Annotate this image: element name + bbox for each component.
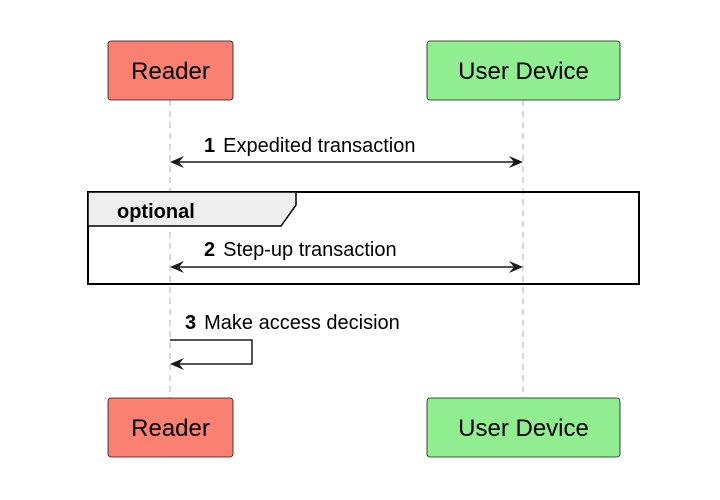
participant-label: User Device bbox=[458, 58, 589, 85]
message-number: 1 bbox=[204, 135, 215, 157]
participant-box bbox=[426, 40, 621, 101]
message-text: Step-up transaction bbox=[223, 239, 396, 261]
message-number: 2 bbox=[204, 239, 215, 261]
participant-box bbox=[426, 397, 621, 458]
message-number: 3 bbox=[185, 312, 196, 334]
participant-box bbox=[107, 40, 234, 101]
participant-user-device-bottom: User Device bbox=[426, 397, 621, 458]
message-label: 1 Expedited transaction bbox=[204, 135, 415, 157]
participant-reader-top: Reader bbox=[107, 40, 234, 101]
optional-fragment: optional bbox=[87, 191, 640, 285]
participant-reader-bottom: Reader bbox=[107, 397, 234, 458]
arrow-head-left bbox=[170, 156, 184, 168]
message-text: Make access decision bbox=[204, 312, 400, 334]
self-message-line bbox=[170, 339, 253, 365]
participant-user-device-top: User Device bbox=[426, 40, 621, 101]
participant-label: User Device bbox=[458, 415, 589, 442]
message-1: 1 Expedited transaction bbox=[170, 135, 523, 168]
message-label: 2 Step-up transaction bbox=[204, 239, 397, 261]
message-2: 2 Step-up transaction bbox=[170, 239, 523, 273]
participant-label: Reader bbox=[131, 415, 210, 442]
arrow-head-right bbox=[509, 261, 523, 273]
fragment-label: optional bbox=[117, 201, 195, 223]
arrow-head-left bbox=[170, 358, 184, 370]
message-label: 3 Make access decision bbox=[185, 312, 400, 334]
arrow-head-right bbox=[509, 156, 523, 168]
message-3: 3 Make access decision bbox=[170, 312, 400, 370]
fragment-tab bbox=[87, 191, 297, 227]
message-text: Expedited transaction bbox=[223, 135, 415, 157]
arrow-head-left bbox=[170, 261, 184, 273]
fragment-frame bbox=[87, 191, 640, 285]
participant-box bbox=[107, 397, 234, 458]
participant-label: Reader bbox=[131, 58, 210, 85]
